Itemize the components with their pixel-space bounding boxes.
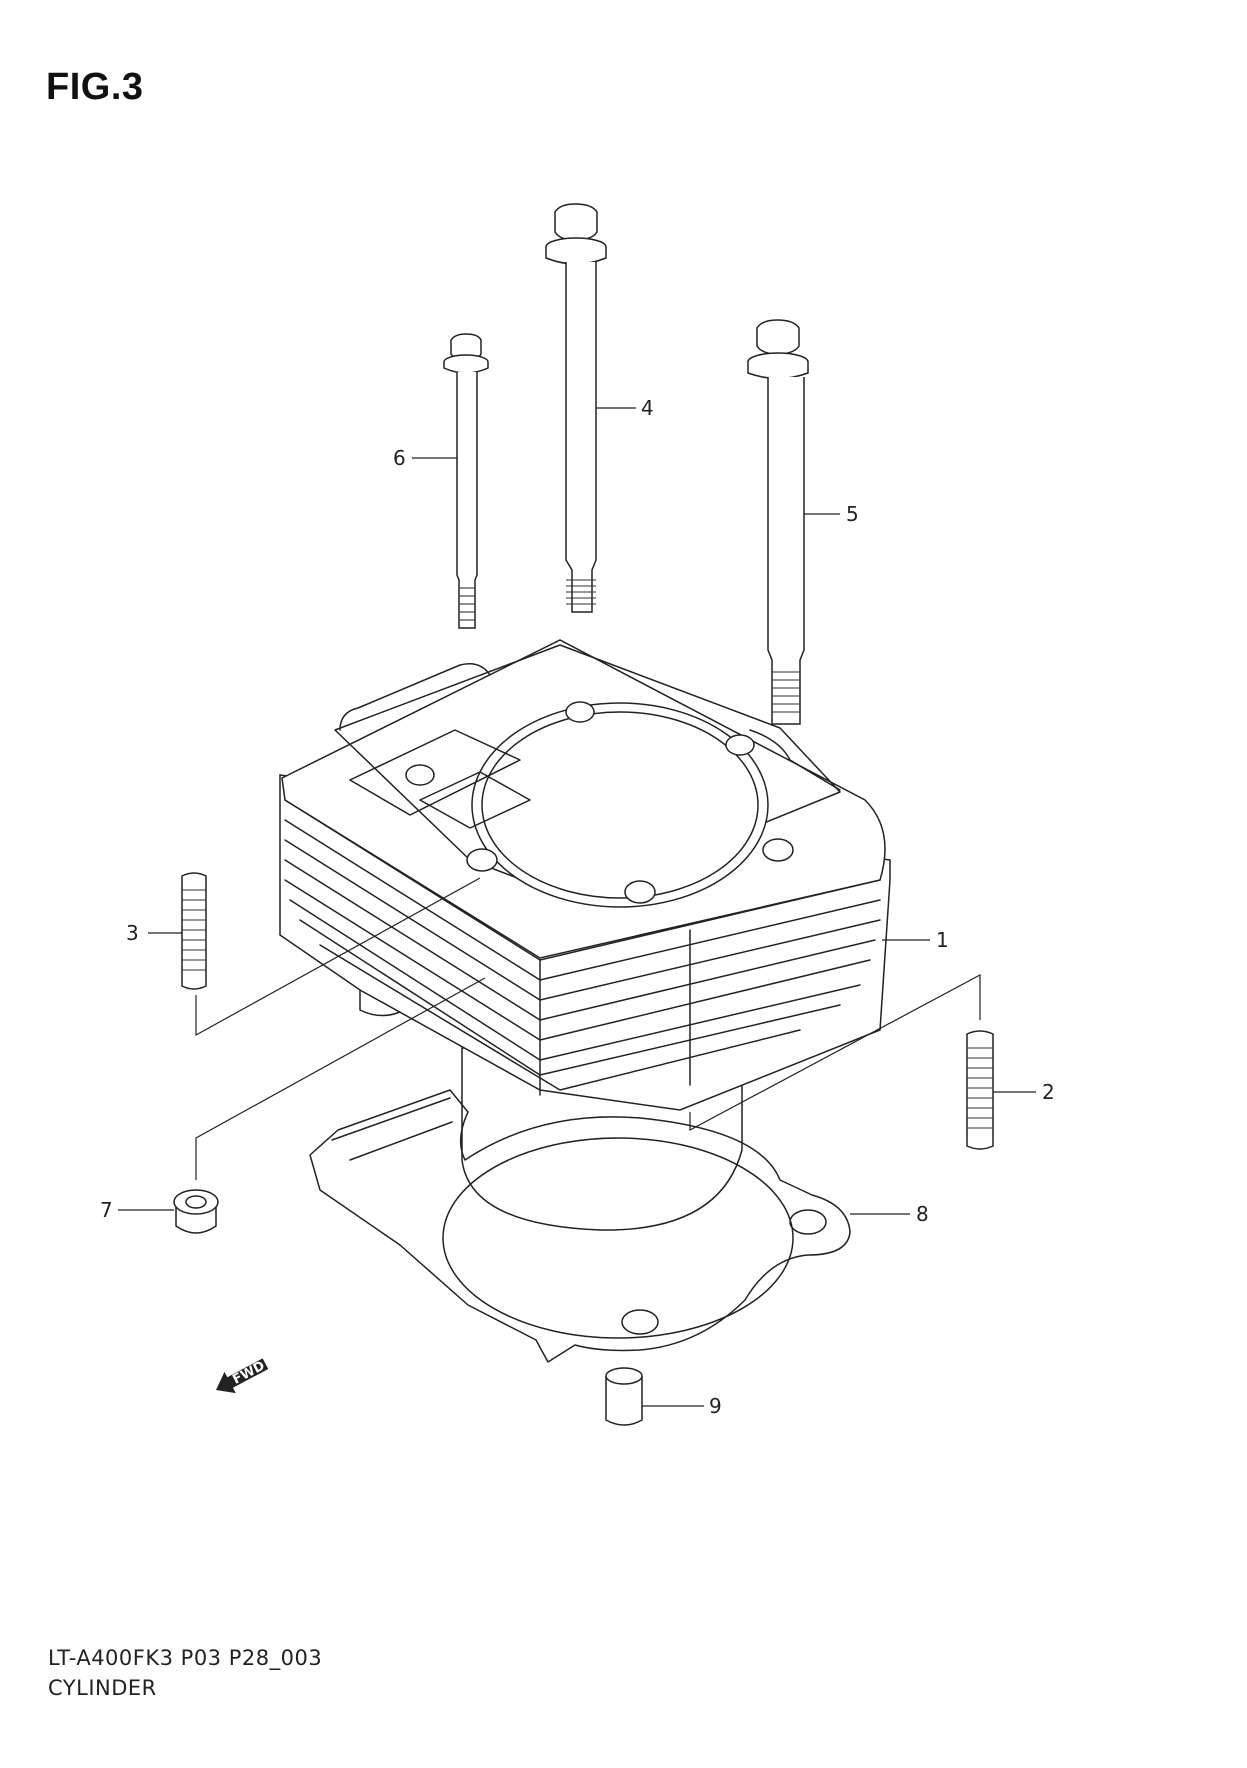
svg-text:7: 7	[100, 1198, 113, 1222]
part-2-stud[interactable]	[966, 1030, 994, 1150]
callout-1: 1	[882, 928, 949, 952]
svg-text:5: 5	[846, 502, 859, 526]
callout-3: 3	[126, 921, 182, 945]
section-name: CYLINDER	[48, 1676, 157, 1700]
part-1-cylinder[interactable]	[279, 639, 891, 1231]
part-3-stud[interactable]	[181, 872, 207, 990]
svg-text:4: 4	[641, 396, 654, 420]
part-8-gasket[interactable]	[309, 1089, 851, 1363]
callout-7: 7	[100, 1198, 174, 1222]
svg-text:8: 8	[916, 1202, 929, 1226]
callout-2: 2	[993, 1080, 1055, 1104]
svg-text:FWD: FWD	[230, 1358, 267, 1387]
svg-text:1: 1	[936, 928, 949, 952]
svg-text:3: 3	[126, 921, 139, 945]
part-9-dowel[interactable]	[605, 1367, 643, 1426]
callout-6: 6	[393, 446, 457, 470]
fwd-arrow-icon: FWD	[216, 1358, 269, 1394]
svg-text:9: 9	[709, 1394, 722, 1418]
part-7-nut[interactable]	[173, 1189, 219, 1234]
callout-5: 5	[804, 502, 859, 526]
svg-text:6: 6	[393, 446, 406, 470]
part-4-bolt[interactable]	[545, 203, 607, 613]
figure-title: FIG.3	[46, 66, 144, 108]
assembly-lines	[195, 877, 981, 1180]
drawing-code: LT-A400FK3 P03 P28_003	[48, 1646, 323, 1670]
callout-8: 8	[850, 1202, 929, 1226]
part-6-bolt[interactable]	[443, 333, 489, 629]
callout-4: 4	[596, 396, 654, 420]
part-5-bolt[interactable]	[747, 319, 809, 725]
callout-9: 9	[642, 1394, 722, 1418]
svg-text:2: 2	[1042, 1080, 1055, 1104]
